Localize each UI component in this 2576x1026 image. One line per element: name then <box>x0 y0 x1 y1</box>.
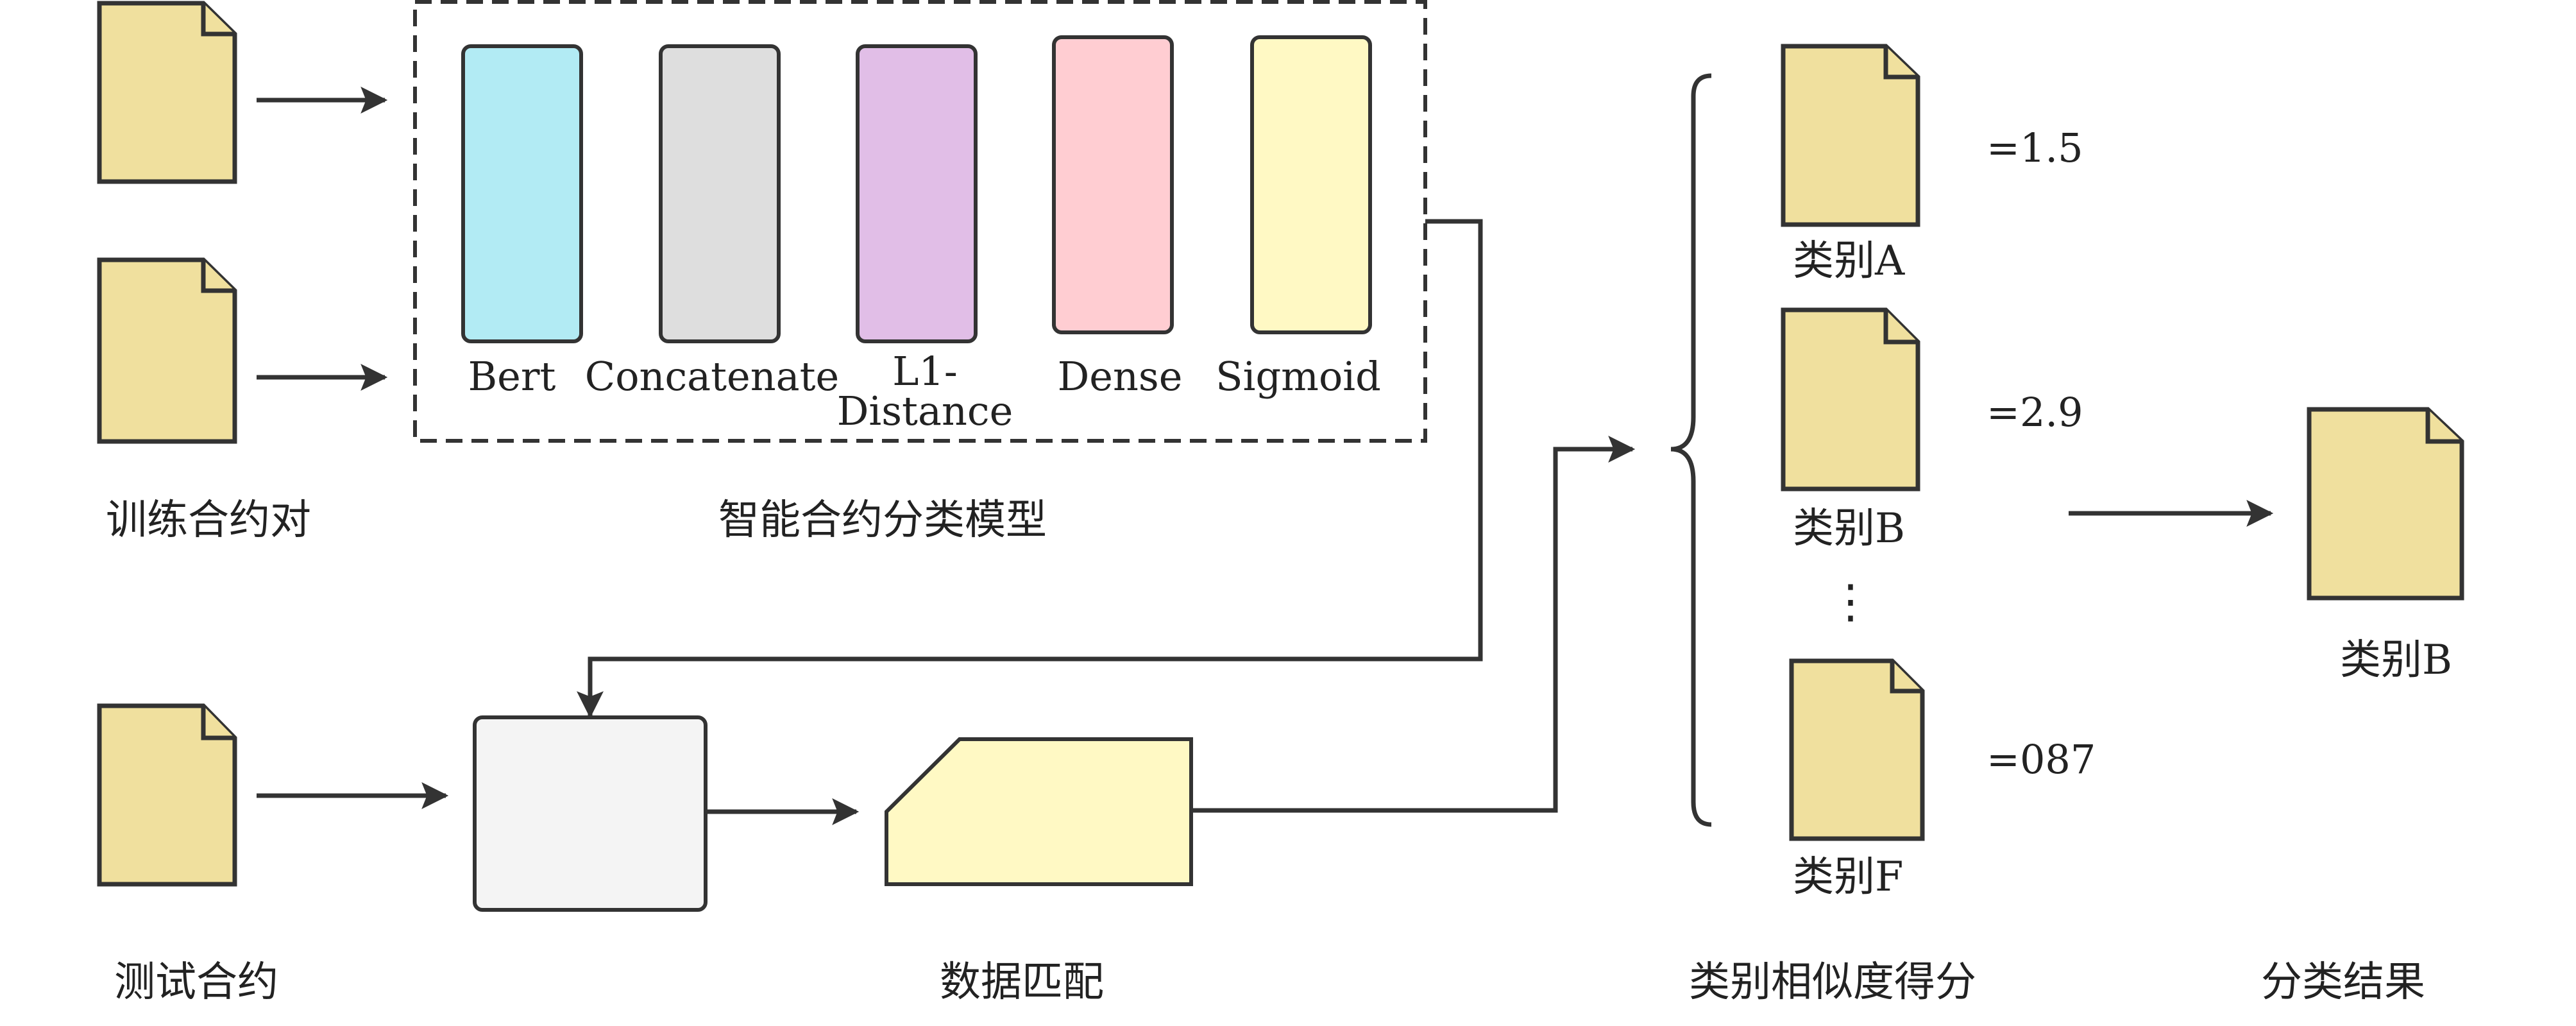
label-training-pairs: 训练合约对 <box>106 497 311 544</box>
category-score-b: =2.9 <box>1987 389 2083 436</box>
data-shape <box>885 737 1193 886</box>
layer-label-dense: Dense <box>1058 353 1183 400</box>
matcher-box <box>473 715 708 912</box>
result-category-label: 类别B <box>2340 637 2452 684</box>
layer-bert <box>461 44 583 343</box>
label-similarity-scores: 类别相似度得分 <box>1689 959 1976 1006</box>
layer-sigmoid <box>1250 35 1372 334</box>
layer-concatenate <box>659 44 781 343</box>
layer-label-sigmoid: Sigmoid <box>1216 353 1381 400</box>
category-score-f: =087 <box>1987 736 2096 783</box>
training-doc-2 <box>97 257 237 444</box>
category-label-f: 类别F <box>1793 853 1903 901</box>
category-score-a: =1.5 <box>1987 124 2083 171</box>
category-doc-a <box>1781 44 1920 227</box>
result-doc <box>2307 407 2464 601</box>
data-to-scores-connector <box>1191 436 1636 813</box>
label-model: 智能合约分类模型 <box>718 497 1047 544</box>
category-label-b: 类别B <box>1793 505 1905 552</box>
ellipsis: ⋮ <box>1827 574 1874 628</box>
layer-dense <box>1052 35 1174 334</box>
category-label-a: 类别A <box>1793 237 1905 285</box>
model-frame <box>413 0 1427 443</box>
layer-label-l1-line2: Distance <box>837 388 1013 434</box>
test-doc <box>97 703 237 887</box>
label-data-matching: 数据匹配 <box>940 959 1104 1006</box>
label-result: 分类结果 <box>2261 959 2425 1006</box>
layer-label-concatenate: Concatenate <box>585 353 840 400</box>
category-doc-b <box>1781 307 1920 492</box>
model-to-matcher-connector <box>577 219 1483 719</box>
layer-l1-distance <box>856 44 978 343</box>
label-test-contract: 测试合约 <box>114 959 278 1006</box>
category-doc-f <box>1789 658 1925 841</box>
training-doc-1 <box>97 1 237 184</box>
layer-label-l1-line1: L1- <box>892 348 958 395</box>
layer-label-bert: Bert <box>468 353 556 400</box>
score-brace <box>1670 73 1712 827</box>
